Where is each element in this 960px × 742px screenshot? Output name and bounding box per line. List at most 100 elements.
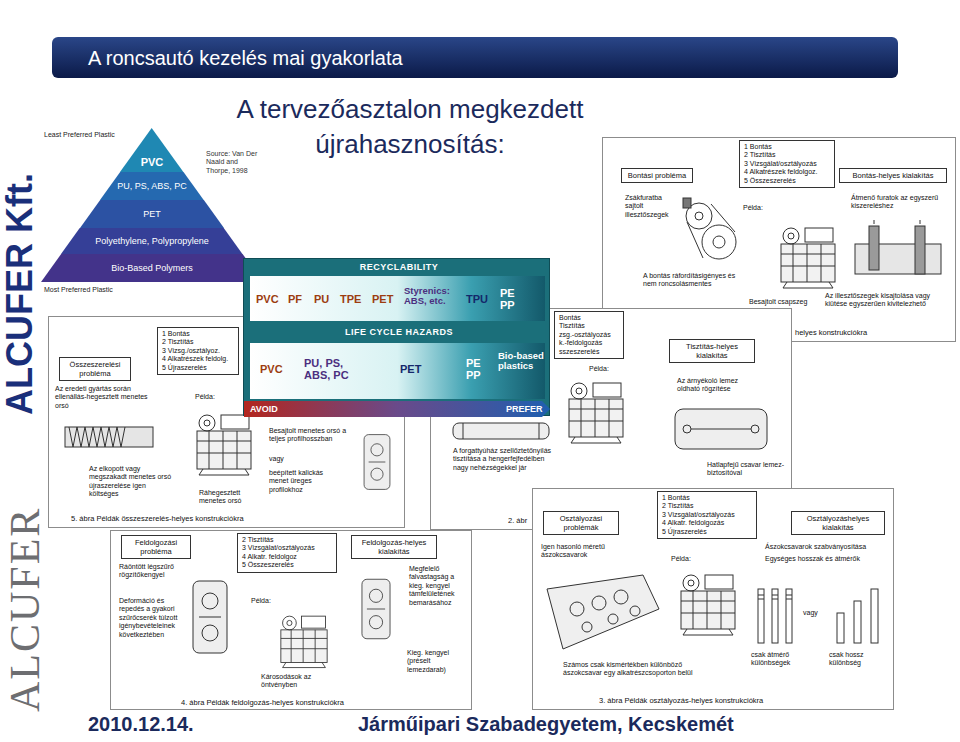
slide-title: A roncsautó kezelés mai gyakorlata xyxy=(88,46,403,70)
engine-sketch xyxy=(189,409,259,479)
tier-label: PU, PS, ABS, PC xyxy=(117,181,187,192)
cylinder-head-sketch xyxy=(543,569,663,655)
annotation: Példa: xyxy=(743,204,763,212)
step-list-box: 1 Bontás2 Tisztítás3 Vizsg./osztályoz.4 … xyxy=(157,327,239,375)
figure-caption: 5. ábra Példák összeszerelés-helyes kons… xyxy=(71,514,244,523)
annotation: Igen hasonló méretű ászokcsavarok xyxy=(541,543,641,560)
plastic-name: Bio-based plastics xyxy=(498,351,548,372)
annotation: Példa: xyxy=(671,555,691,563)
figure-caption: helyes konstrukciókra xyxy=(795,328,867,337)
spindle-sketch xyxy=(59,413,159,461)
stud-sketch xyxy=(755,585,795,645)
plastic-name: PET xyxy=(372,293,393,305)
step-list-box: BontásTisztítászsg.-osztályozásk.-feldol… xyxy=(554,311,624,359)
chart-heading: PREFER xyxy=(506,404,543,415)
plastic-name: PE PP xyxy=(500,287,524,311)
step-item: 1 Bontás xyxy=(744,143,830,151)
tier-label: PVC xyxy=(141,156,164,169)
plastic-name: PVC xyxy=(260,363,283,375)
line-art xyxy=(837,589,878,643)
annotation: Az illesztőszegek kisajtolása vagy kiüté… xyxy=(825,292,953,309)
annotation: Megfelelő falvastagság a kieg. kengyel t… xyxy=(409,565,469,607)
line-art xyxy=(362,579,390,638)
tier-fill xyxy=(120,128,183,172)
chart-heading: AVOID xyxy=(250,404,278,415)
tier-fill xyxy=(41,254,263,282)
box-heading: Összeszerelési probléma xyxy=(64,360,126,378)
line-art xyxy=(197,415,251,475)
step-item: 4 Alkatr. feldolgoz xyxy=(242,553,332,561)
heading-box: Osztályozási problémák xyxy=(543,511,619,535)
step-item: 5 Összeszerelés xyxy=(242,561,332,569)
step-item: 2 Tisztítás xyxy=(242,536,332,544)
line-art xyxy=(681,575,735,635)
annotation: csak hossz különbség xyxy=(829,651,881,668)
step-item: 2 Tisztítás xyxy=(162,338,234,346)
profile-sketch xyxy=(355,427,399,497)
step-list-box: 1 Bontás2 Tisztítás3 Vizsgálat/osztályoz… xyxy=(739,140,835,188)
line-art xyxy=(250,276,545,321)
step-list-box: 2 Tisztítás3 Vizsgálat/osztályozás4 Alka… xyxy=(237,533,337,573)
step-item: 3 Vizsgálat/osztályozás xyxy=(744,160,830,168)
box-heading: Feldolgozás-helyes kialakítás xyxy=(356,538,432,556)
footer-text: 2010.12.14. xyxy=(88,712,194,736)
plastic-name: Styrenics: ABS, etc. xyxy=(404,286,462,307)
heading-box: Tisztítás-helyes kialakítás xyxy=(669,339,755,363)
annotation: Besajtolt menetes orsó a teljes profilho… xyxy=(269,427,349,444)
annotation: Ráöntött légszűrő rögzítőkengyel xyxy=(119,563,181,580)
figure-panel: 3. ábra Példák osztályozás-helyes konstr… xyxy=(532,488,894,710)
bracket-sketch xyxy=(185,571,235,663)
engine-sketch xyxy=(773,222,843,292)
annotation: Példa: xyxy=(251,597,271,605)
pin-sketch xyxy=(853,220,943,282)
tier-label: PET xyxy=(143,209,161,220)
annotation: Számos csak kismértékben különböző ászok… xyxy=(563,661,713,678)
annotation: Least Preferred Plastic xyxy=(44,131,144,139)
engine-sketch xyxy=(561,377,631,447)
annotation: Az elkopott vagy megszakadt menetes orsó… xyxy=(89,465,177,499)
chart-heading: RECYCLABILITY xyxy=(344,262,454,273)
heading-box: Bontás-helyes kialakítás xyxy=(839,168,947,183)
line-art xyxy=(855,220,941,274)
plastic-name: TPU xyxy=(466,293,488,305)
line-art xyxy=(364,435,390,490)
pyramid-tier: PU, PS, ABS, PC xyxy=(100,172,204,200)
line-art xyxy=(758,589,792,643)
plastic-name: PU, PS, ABS, PC xyxy=(304,357,370,381)
box-heading: Osztályozási problémák xyxy=(548,514,614,532)
pyramid-tier: PET xyxy=(80,200,224,228)
line-art xyxy=(569,383,623,443)
annotation: Egységes hosszak és átmérők xyxy=(765,555,889,563)
step-item: 3 Vizsg./osztályoz. xyxy=(162,347,234,355)
tier-fill xyxy=(61,228,242,254)
line-art xyxy=(781,228,835,288)
plastic-name: PU xyxy=(314,293,329,305)
step-item: sszeszerelés xyxy=(559,348,619,356)
annotation: Átmenő furatok az egyszerű kiszereléshez xyxy=(851,194,943,211)
chart-heading: LIFE CYCLE HAZARDS xyxy=(324,327,474,338)
annotation: Károsodások az öntvényben xyxy=(261,673,337,690)
heading-box: Feldolgozási probléma xyxy=(121,535,191,559)
step-item: 3 Vizsgálat/osztályozás xyxy=(662,511,752,519)
step-item: 1 Bontás xyxy=(662,494,752,502)
step-item: 1 Bontás xyxy=(162,330,234,338)
line-art xyxy=(547,575,659,649)
annotation: csak átmérő különbségek xyxy=(751,651,803,668)
chart-bands xyxy=(244,259,551,417)
step-item: 5 Összeszerelés xyxy=(744,177,830,185)
step-item: zsg.-osztályozás xyxy=(559,331,619,339)
annotation: Besajtolt csapszeg xyxy=(749,298,819,306)
step-item: 5 Újraszerelés xyxy=(662,528,752,536)
annotation: Az árnyékoló lemez oldható rögzítése xyxy=(677,377,761,394)
step-item: 3 Vizsgálat/osztályozás xyxy=(242,544,332,552)
logo-text: ALCUFER xyxy=(4,507,46,712)
step-item: 5 Újraszerelés xyxy=(162,364,234,372)
step-item: 2 Tisztítás xyxy=(744,151,830,159)
figure-panel: 4. ábra Példák feldolgozás-helyes konstr… xyxy=(110,530,472,710)
line-art xyxy=(281,616,327,667)
line-art xyxy=(65,427,153,447)
plastic-name: PET xyxy=(400,363,421,375)
annotation: Példa: xyxy=(589,365,609,373)
pulley-sketch xyxy=(679,196,741,266)
annotation: Példa: xyxy=(195,393,215,401)
